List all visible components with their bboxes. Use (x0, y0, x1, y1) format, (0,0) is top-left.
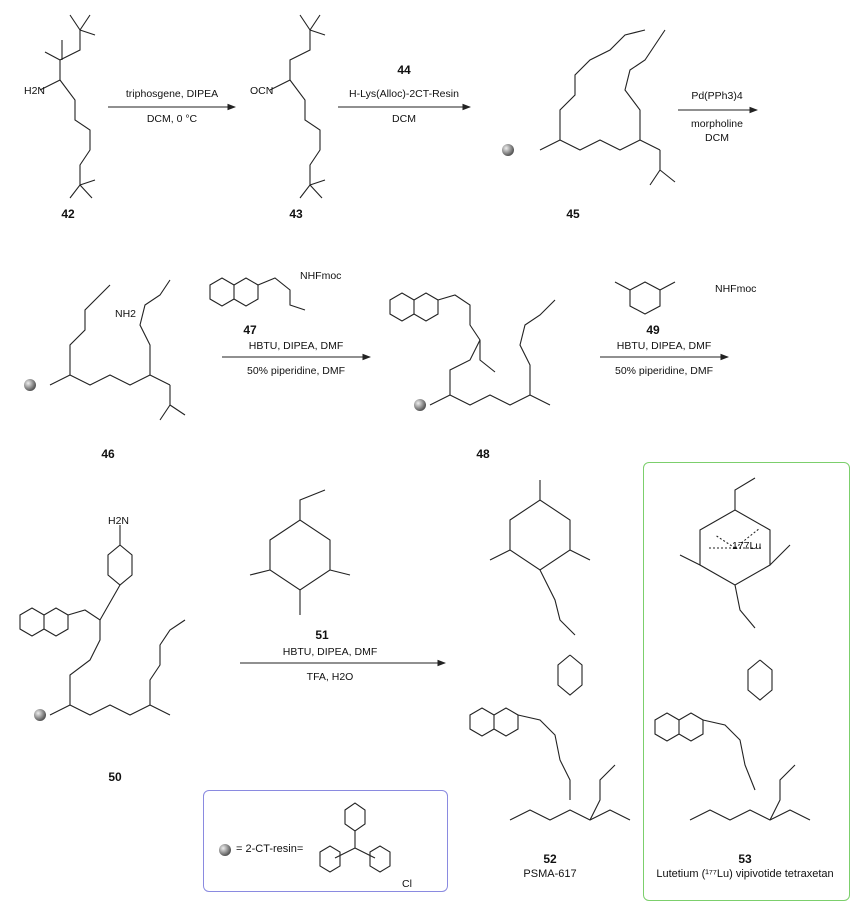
compound-43-structure (269, 14, 326, 199)
step2-bottom: DCM (392, 113, 416, 125)
atom-nh2: NH2 (115, 308, 137, 320)
compound-number-46: 46 (101, 447, 115, 461)
resin-legend-box (203, 790, 448, 892)
compound-number-48: 48 (476, 447, 490, 461)
compound-number-45: 45 (566, 207, 580, 221)
compound-53-structure (654, 477, 811, 821)
atom-nhfmoc-2: NHFmoc (715, 283, 757, 295)
resin-bead-46 (24, 379, 36, 391)
compound-number-43: 43 (289, 207, 303, 221)
atom-h2n: H2N (24, 85, 46, 97)
product-53-box (643, 462, 850, 901)
compound-number-42: 42 (61, 207, 75, 221)
step1-top: triphosgene, DIPEA (125, 88, 219, 100)
trityl-resin-structure (319, 802, 391, 873)
step2-num: 44 (397, 63, 411, 77)
compound-48-structure (389, 292, 556, 406)
compound-49-structure (614, 281, 676, 315)
step1-bottom: DCM, 0 °C (146, 113, 198, 125)
compound-52-structure (469, 480, 631, 821)
compound-50-structure (19, 525, 186, 716)
atom-h2n-2: H2N (108, 515, 130, 527)
compound-name-53: Lutetium (¹⁷⁷Lu) vipivotide tetraxetan (656, 868, 834, 880)
resin-bead-45 (502, 144, 514, 156)
step4-bottom: 50% piperidine, DMF (246, 365, 346, 377)
atom-cl: Cl (402, 878, 412, 890)
resin-bead-legend (219, 844, 231, 856)
legend-label: = 2-CT-resin= (236, 843, 304, 855)
step5-top: HBTU, DIPEA, DMF (616, 340, 712, 352)
step4-top: HBTU, DIPEA, DMF (248, 340, 344, 352)
step3-top: Pd(PPh3)4 (691, 90, 743, 102)
step6-top: HBTU, DIPEA, DMF (282, 646, 378, 658)
step5-num: 49 (646, 323, 660, 337)
compound-42-structure (39, 14, 96, 199)
compound-51-structure (249, 489, 351, 615)
compound-46-structure (49, 279, 186, 421)
step5-bottom: 50% piperidine, DMF (614, 365, 714, 377)
step4-num: 47 (243, 323, 257, 337)
atom-lu: 177Lu (732, 540, 762, 552)
atom-nhfmoc: NHFmoc (300, 270, 342, 282)
step6-num: 51 (315, 628, 329, 642)
compound-47-structure (209, 277, 306, 311)
compound-name-52: PSMA-617 (523, 868, 577, 880)
resin-bead-50 (34, 709, 46, 721)
compound-45-structure (539, 29, 676, 186)
step3-bottom1: morpholine (691, 118, 743, 130)
compound-number-50: 50 (108, 770, 122, 784)
resin-bead-48 (414, 399, 426, 411)
step6-bottom: TFA, H2O (306, 671, 354, 683)
compound-number-52: 52 (543, 852, 557, 866)
step2-top: H-Lys(Alloc)-2CT-Resin (349, 88, 459, 100)
atom-ocn: OCN (250, 85, 274, 97)
step3-bottom2: DCM (705, 132, 729, 144)
compound-number-53: 53 (738, 852, 752, 866)
